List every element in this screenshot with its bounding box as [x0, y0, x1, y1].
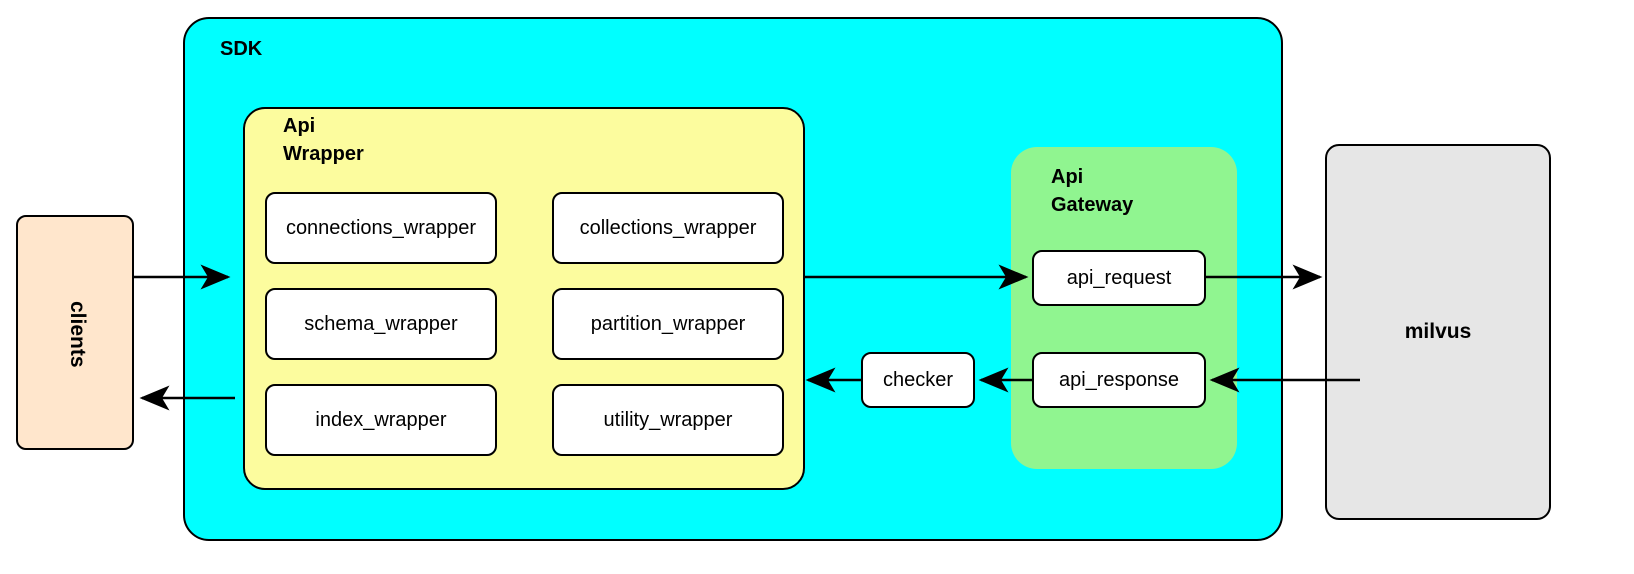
node-milvus[interactable]: milvus	[1325, 144, 1551, 520]
node-clients[interactable]: clients	[16, 215, 134, 450]
node-index-wrapper[interactable]: index_wrapper	[265, 384, 497, 456]
node-collections-wrapper[interactable]: collections_wrapper	[552, 192, 784, 264]
container-api-gateway	[1011, 147, 1237, 469]
node-schema-wrapper[interactable]: schema_wrapper	[265, 288, 497, 360]
node-connections-wrapper[interactable]: connections_wrapper	[265, 192, 497, 264]
node-checker[interactable]: checker	[861, 352, 975, 408]
container-api-gateway-label: Api Gateway	[1051, 166, 1134, 216]
node-api-request[interactable]: api_request	[1032, 250, 1206, 306]
node-clients-label: clients	[66, 301, 89, 368]
node-utility-wrapper[interactable]: utility_wrapper	[552, 384, 784, 456]
container-api-wrapper-label: Api Wrapper	[283, 115, 364, 165]
container-sdk-label: SDK	[220, 38, 263, 60]
node-api-response[interactable]: api_response	[1032, 352, 1206, 408]
node-partition-wrapper[interactable]: partition_wrapper	[552, 288, 784, 360]
